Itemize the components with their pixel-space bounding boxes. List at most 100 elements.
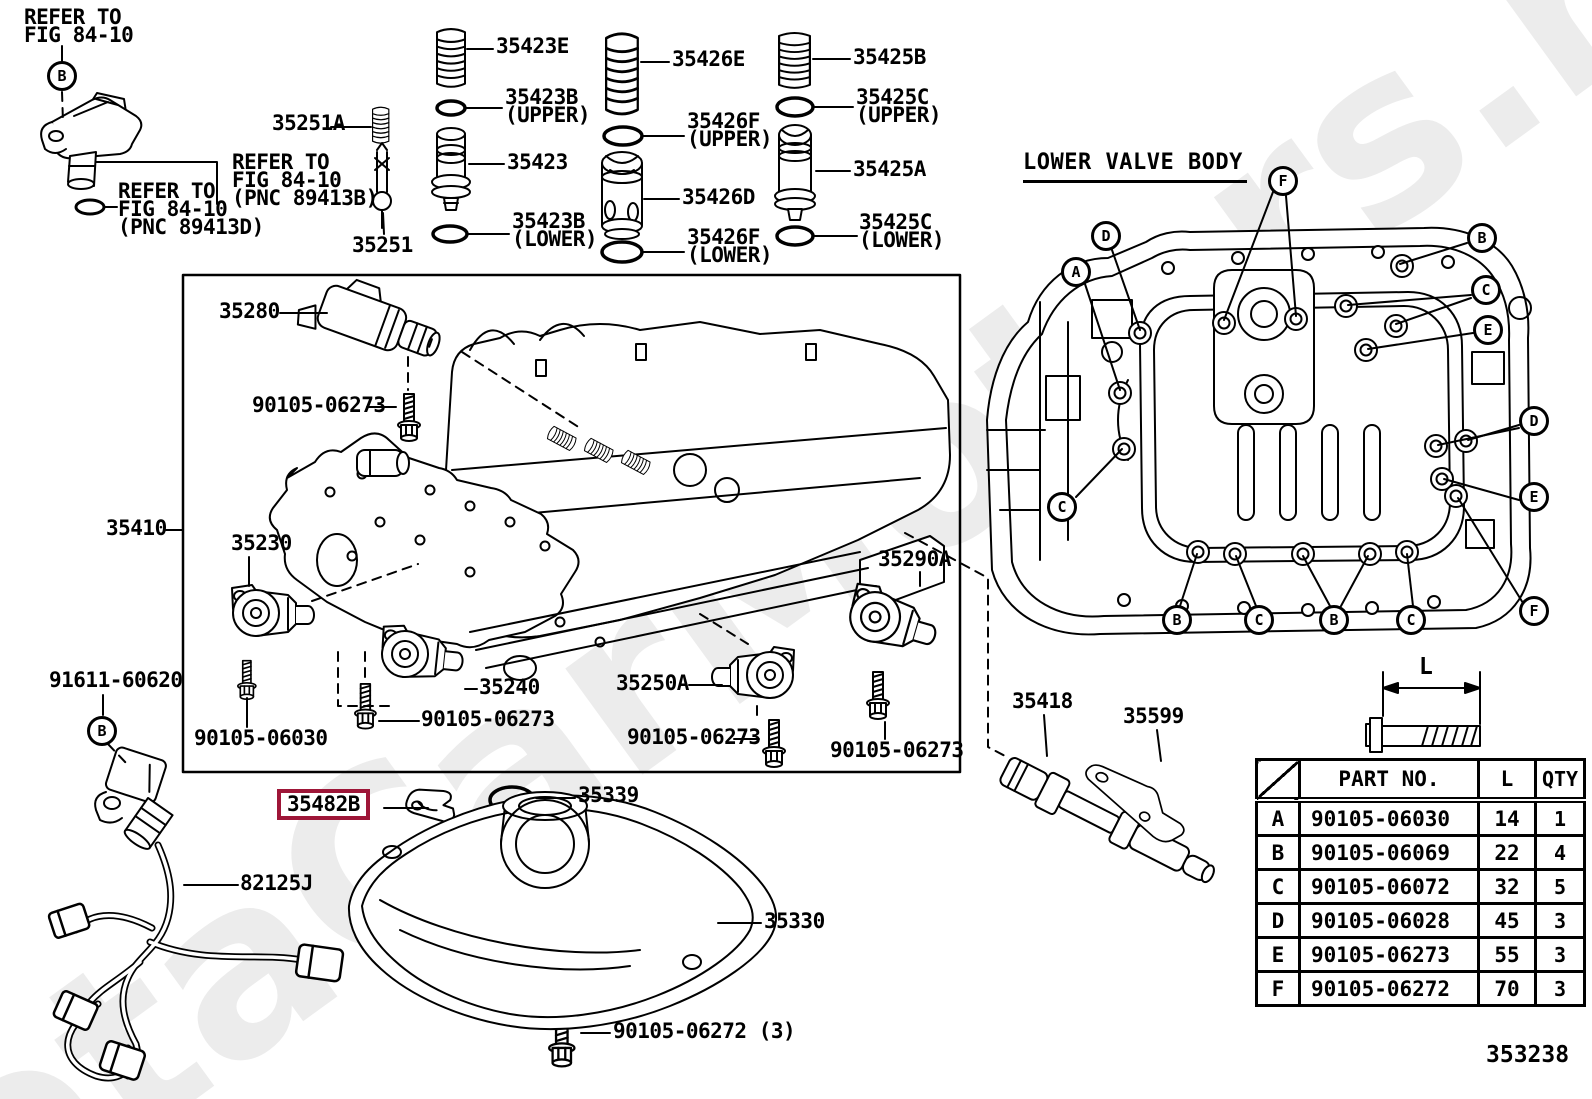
col-length: 70 <box>1477 970 1537 1007</box>
table-header-row: PART NO. L QTY <box>1255 758 1586 803</box>
table-header-qty: QTY <box>1534 758 1586 803</box>
dimension-label: L <box>1419 654 1433 680</box>
col-key: C <box>1255 868 1301 905</box>
label-90105-06273-a: 90105-06273 <box>252 393 386 417</box>
table-header-length: L <box>1477 758 1537 803</box>
oil-pan-35330-drawing <box>347 791 778 1031</box>
callout-a: A <box>1061 257 1091 287</box>
label-91611-60620: 91611-60620 <box>49 668 183 692</box>
col-qty: 4 <box>1534 834 1586 871</box>
solenoid-35250a-drawing <box>711 646 795 699</box>
col-qty: 1 <box>1534 798 1586 837</box>
callout-e: E <box>1473 315 1503 345</box>
dashed-lines <box>61 91 1008 765</box>
harness-82125j-drawing <box>47 841 345 1082</box>
note-refer-fig-top: REFER TO FIG 84-10 <box>24 5 134 47</box>
col-part-no: 90105-06273 <box>1298 936 1480 973</box>
bolt-90105-06273-right <box>866 671 890 720</box>
label-90105-06273-d: 90105-06273 <box>830 738 964 762</box>
col-key: E <box>1255 936 1301 973</box>
label-90105-06273-c: 90105-06273 <box>627 725 761 749</box>
dimension-bolt-drawing <box>1365 671 1481 753</box>
part-35599-drawing <box>1085 764 1185 843</box>
solenoid-35230-drawing <box>231 584 315 637</box>
callout-c: C <box>1396 605 1426 635</box>
label-35425a: 35425A <box>853 157 926 181</box>
assembly-box <box>181 273 962 774</box>
figure-number: 353238 <box>1486 1042 1570 1068</box>
label-35423b-upper: 35423B (UPPER) <box>505 85 591 127</box>
callout-d: D <box>1091 221 1121 251</box>
col-part-no: 90105-06072 <box>1298 868 1480 905</box>
col-qty: 3 <box>1534 936 1586 973</box>
sensor-fig84-drawing <box>40 92 143 216</box>
callout-c: C <box>1244 605 1274 635</box>
col-length: 55 <box>1477 936 1537 973</box>
section-title-lower-valve-body: LOWER VALVE BODY <box>1023 150 1247 183</box>
col-key: F <box>1255 970 1301 1007</box>
callout-b: B <box>47 61 77 91</box>
col-qty: 5 <box>1534 868 1586 905</box>
valve-35423-drawing <box>431 127 471 211</box>
bolt-90105-06030 <box>237 659 257 700</box>
label-35250a: 35250A <box>616 671 689 695</box>
callout-d: D <box>1519 406 1549 436</box>
label-35418: 35418 <box>1012 689 1073 713</box>
label-35599: 35599 <box>1123 704 1184 728</box>
label-35339: 35339 <box>578 783 639 807</box>
callout-e: E <box>1519 482 1549 512</box>
col-length: 45 <box>1477 902 1537 939</box>
note-refer-pnc-89413d: REFER TO FIG 84-10 (PNC 89413D) <box>118 179 264 239</box>
table-header-part-no: PART NO. <box>1298 758 1480 803</box>
label-35240: 35240 <box>479 675 540 699</box>
label-35425c-upper: 35425C (UPPER) <box>856 85 942 127</box>
valve-35425a-drawing <box>774 124 816 221</box>
label-35290a: 35290A <box>878 547 951 571</box>
col-part-no: 90105-06272 <box>1298 970 1480 1007</box>
valve-35426d-drawing <box>601 151 643 240</box>
callout-b: B <box>87 716 117 746</box>
col-key: B <box>1255 834 1301 871</box>
callout-b: B <box>1467 223 1497 253</box>
label-35423e: 35423E <box>496 34 569 58</box>
label-35330: 35330 <box>764 909 825 933</box>
label-90105-06272: 90105-06272 (3) <box>613 1019 796 1043</box>
label-35230: 35230 <box>231 531 292 555</box>
label-82125j: 82125J <box>240 871 313 895</box>
callout-b: B <box>1162 605 1192 635</box>
col-part-no: 90105-06069 <box>1298 834 1480 871</box>
label-35426f-lower: 35426F (LOWER) <box>687 225 773 267</box>
bolt-90105-06273-top <box>397 393 421 442</box>
col-qty: 3 <box>1534 902 1586 939</box>
clip-35482b-drawing <box>405 788 456 823</box>
callout-f: F <box>1268 166 1298 196</box>
col-key: A <box>1255 798 1301 837</box>
label-35423: 35423 <box>507 150 568 174</box>
col-length: 22 <box>1477 834 1537 871</box>
label-35425c-lower: 35425C (LOWER) <box>859 210 945 252</box>
solenoid-35280-drawing <box>296 278 441 357</box>
label-35280: 35280 <box>219 299 280 323</box>
valve-35251-drawing <box>372 142 392 229</box>
label-35251: 35251 <box>352 233 413 257</box>
label-35410: 35410 <box>106 516 167 540</box>
col-qty: 3 <box>1534 970 1586 1007</box>
col-length: 32 <box>1477 868 1537 905</box>
sensor-91611-drawing <box>94 746 174 850</box>
leader-lines <box>61 45 1524 1034</box>
col-part-no: 90105-06028 <box>1298 902 1480 939</box>
label-35426e: 35426E <box>672 47 745 71</box>
label-35426f-upper: 35426F (UPPER) <box>687 109 773 151</box>
callout-c: C <box>1047 492 1077 522</box>
label-90105-06030: 90105-06030 <box>194 726 328 750</box>
label-35251a: 35251A <box>272 111 345 135</box>
callout-c: C <box>1471 275 1501 305</box>
valve-body-assembly-drawing <box>268 321 951 681</box>
